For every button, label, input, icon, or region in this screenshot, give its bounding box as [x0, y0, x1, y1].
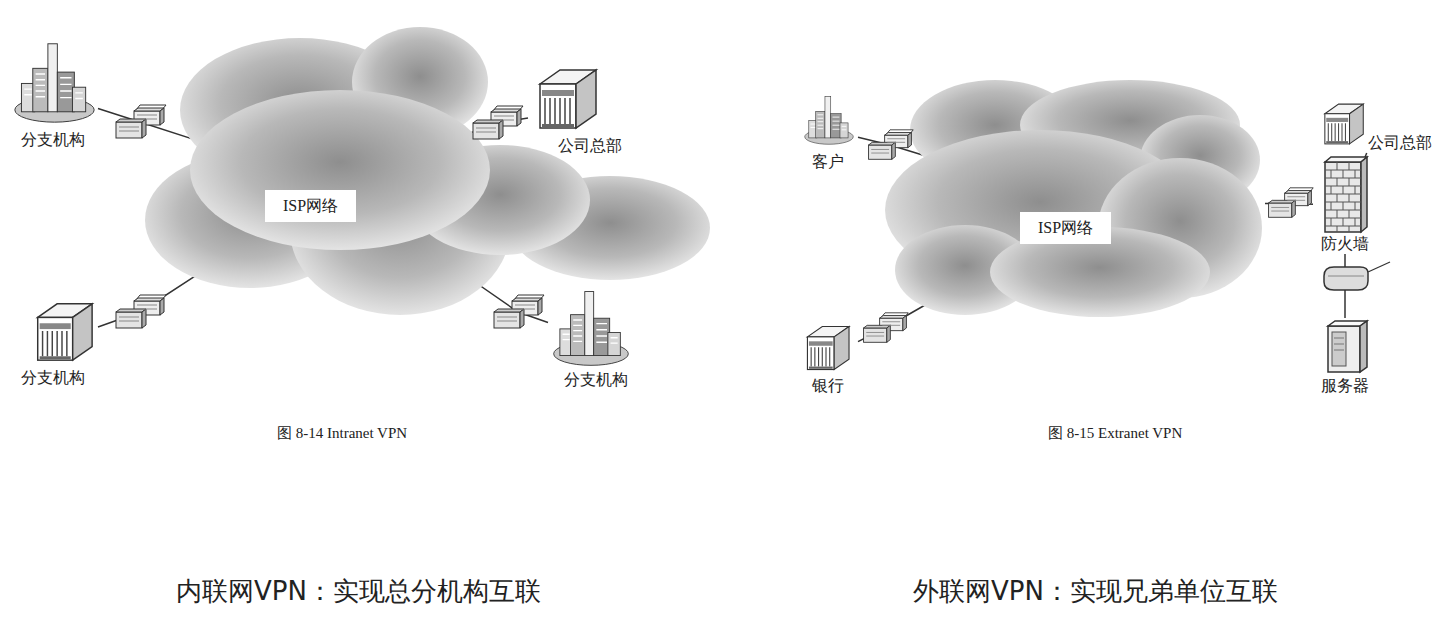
- site-node: 公司总部: [528, 62, 640, 156]
- router-icon: [1269, 188, 1314, 217]
- site-label: 公司总部: [1368, 133, 1432, 153]
- site-label: 分支机构: [21, 368, 85, 388]
- router-icon: [869, 130, 914, 159]
- figure-caption: 图 8-15 Extranet VPN: [1048, 424, 1182, 443]
- router-icon: [116, 295, 166, 328]
- site-node: 分支机构: [8, 38, 98, 150]
- firewall-icon: [1325, 157, 1367, 232]
- isp-cloud-right: [885, 80, 1262, 317]
- cloud-label: ISP网络: [1020, 212, 1111, 244]
- bank-icon: [807, 326, 849, 369]
- site-node: 服务器: [1315, 318, 1375, 396]
- site-label: 防火墙: [1321, 234, 1369, 254]
- branch-icon: [38, 304, 92, 360]
- site-label: 公司总部: [558, 136, 622, 156]
- cloud-node: ISP网络: [925, 135, 1265, 280]
- cloud-label: ISP网络: [265, 190, 356, 222]
- customer-icon: [805, 96, 854, 144]
- site-label: 分支机构: [564, 370, 628, 390]
- cloud-node: ISP网络: [200, 95, 470, 275]
- site-node: 客户: [798, 88, 858, 172]
- site-node: 分支机构: [548, 288, 643, 390]
- site-label: 分支机构: [21, 130, 85, 150]
- switch-icon: [1324, 262, 1390, 290]
- headquarters-icon: [1325, 104, 1363, 144]
- figure-caption: 图 8-14 Intranet VPN: [277, 424, 407, 443]
- summary-text: 内联网VPN：实现总分机构互联: [176, 574, 541, 609]
- link-line: [98, 273, 200, 327]
- site-node: 银行: [798, 318, 858, 396]
- site-label: 服务器: [1321, 376, 1369, 396]
- site-node: 公司总部: [1316, 93, 1442, 153]
- router-icon: [473, 106, 523, 139]
- branch-icon: [554, 292, 629, 366]
- router-icon: [494, 295, 544, 328]
- summary-text: 外联网VPN：实现兄弟单位互联: [913, 574, 1278, 609]
- isp-cloud-left: [145, 27, 710, 315]
- site-label: 客户: [812, 152, 844, 172]
- router-icon: [116, 105, 166, 138]
- router-icon: [864, 313, 909, 342]
- site-node: 防火墙: [1313, 158, 1377, 254]
- branch-icon: [15, 44, 94, 122]
- server-icon: [1328, 321, 1367, 372]
- site-node: 分支机构: [8, 298, 98, 388]
- site-label: 银行: [812, 376, 844, 396]
- headquarters-icon: [540, 70, 596, 128]
